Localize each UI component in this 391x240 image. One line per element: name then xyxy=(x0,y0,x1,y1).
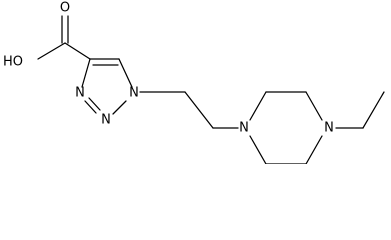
bond-n2-n3-double-b xyxy=(88,97,101,111)
bond-carboxyl-hydroxyl xyxy=(37,42,66,60)
bond-c5-n1 xyxy=(118,58,133,88)
bond-ethyl-ch2-ch3 xyxy=(362,91,385,129)
bond-pip-lower-n-a xyxy=(249,135,267,164)
bond-n1-n2 xyxy=(112,100,127,115)
bond-n3-c4 xyxy=(81,58,91,88)
bond-pip-n-a-upper xyxy=(249,91,267,121)
bond-layer xyxy=(37,15,385,164)
bond-n2-n3-double-a xyxy=(84,100,97,114)
atom-label-hydroxyl: HO xyxy=(3,55,23,70)
atom-label-n1-triazole: N xyxy=(129,86,139,101)
bond-ch2-ch2 xyxy=(184,91,214,129)
atom-label-n2-triazole: N xyxy=(101,113,111,128)
atom-label-n-piperazine-b: N xyxy=(324,121,334,136)
atom-label-layer: O HO N N N N N xyxy=(3,1,334,136)
atom-label-n-piperazine-a: N xyxy=(239,121,249,136)
atom-label-n3-triazole: N xyxy=(75,86,85,101)
bond-pip-upper-n-b xyxy=(305,91,323,121)
bond-carboxyl-ring xyxy=(64,42,91,60)
molecule-structure-diagram: O HO N N N N N xyxy=(3,1,385,164)
bond-pip-n-b-lower xyxy=(305,135,323,164)
atom-label-o-carbonyl: O xyxy=(60,1,70,16)
